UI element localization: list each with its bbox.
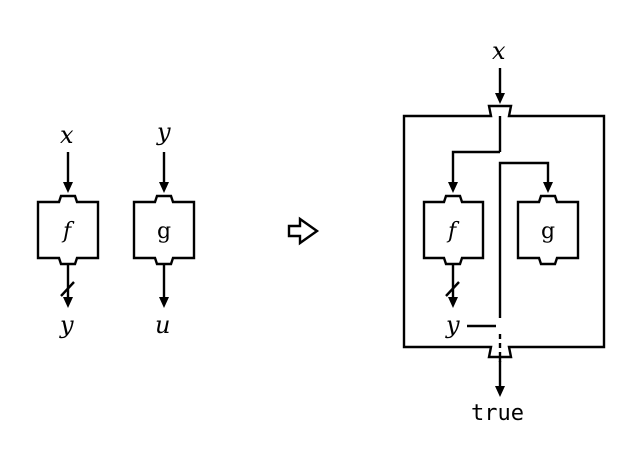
left-box-g: y g u	[132, 118, 196, 339]
left-box-f: x f y	[36, 121, 100, 339]
hollow-right-arrow-icon	[287, 216, 320, 246]
left-f-output-label: y	[59, 311, 74, 339]
left-g-box	[132, 194, 196, 266]
left-g-input-label: y	[156, 118, 171, 146]
left-g-label: g	[157, 219, 171, 244]
left-f-input-label: x	[60, 121, 74, 149]
right-wire-to-f	[451, 150, 500, 184]
right-wire-to-g	[498, 161, 550, 318]
slash-mark-icon	[445, 281, 460, 297]
right-diagram: x f g y true	[402, 37, 606, 426]
right-f-box	[422, 194, 485, 266]
right-inner-output-label: y	[445, 311, 460, 339]
left-g-output-label: u	[155, 311, 170, 339]
slash-mark-icon	[60, 281, 75, 297]
right-f-label: f	[446, 219, 460, 244]
right-g-box	[516, 194, 580, 266]
right-outer-box	[402, 104, 606, 359]
left-f-input-arrowhead	[63, 182, 73, 193]
right-g-label: g	[541, 219, 555, 244]
left-diagram: x f y y g u	[36, 118, 196, 339]
right-outer-output-label: true	[471, 401, 524, 426]
left-f-label: f	[61, 219, 75, 244]
right-outer-input-label: x	[492, 37, 506, 65]
